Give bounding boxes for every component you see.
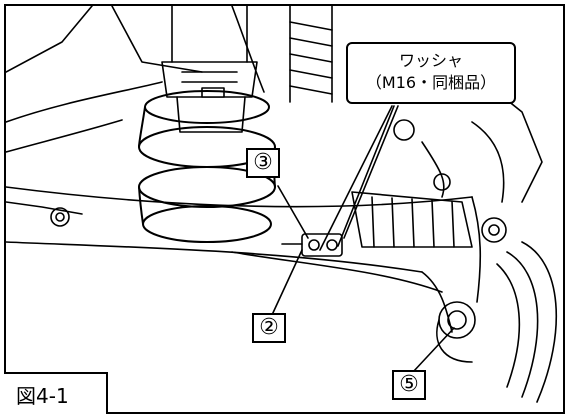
figure-label: 図4-1 bbox=[4, 372, 108, 414]
knuckle-bolt bbox=[436, 301, 476, 363]
washer-callout-title: ワッシャ bbox=[398, 51, 463, 70]
stabilizer-link bbox=[281, 233, 343, 257]
body-panel bbox=[6, 6, 265, 153]
lower-arm bbox=[6, 186, 482, 333]
marker-5: ⑤ bbox=[392, 370, 426, 400]
leader-lines bbox=[271, 105, 455, 373]
marker-3: ③ bbox=[246, 148, 280, 178]
marker-2: ② bbox=[252, 313, 286, 343]
upper-spring bbox=[289, 6, 333, 103]
washer-callout: ワッシャ （M16・同梱品） bbox=[346, 42, 516, 104]
washer-callout-subtitle: （M16・同梱品） bbox=[365, 73, 497, 92]
suspension-line-drawing bbox=[6, 6, 558, 403]
arm-bolt-left bbox=[50, 207, 70, 227]
coil-spring bbox=[138, 90, 276, 243]
brake-rotor bbox=[496, 241, 558, 403]
shock-absorber bbox=[161, 6, 258, 133]
drive-shaft-boot bbox=[351, 191, 473, 248]
